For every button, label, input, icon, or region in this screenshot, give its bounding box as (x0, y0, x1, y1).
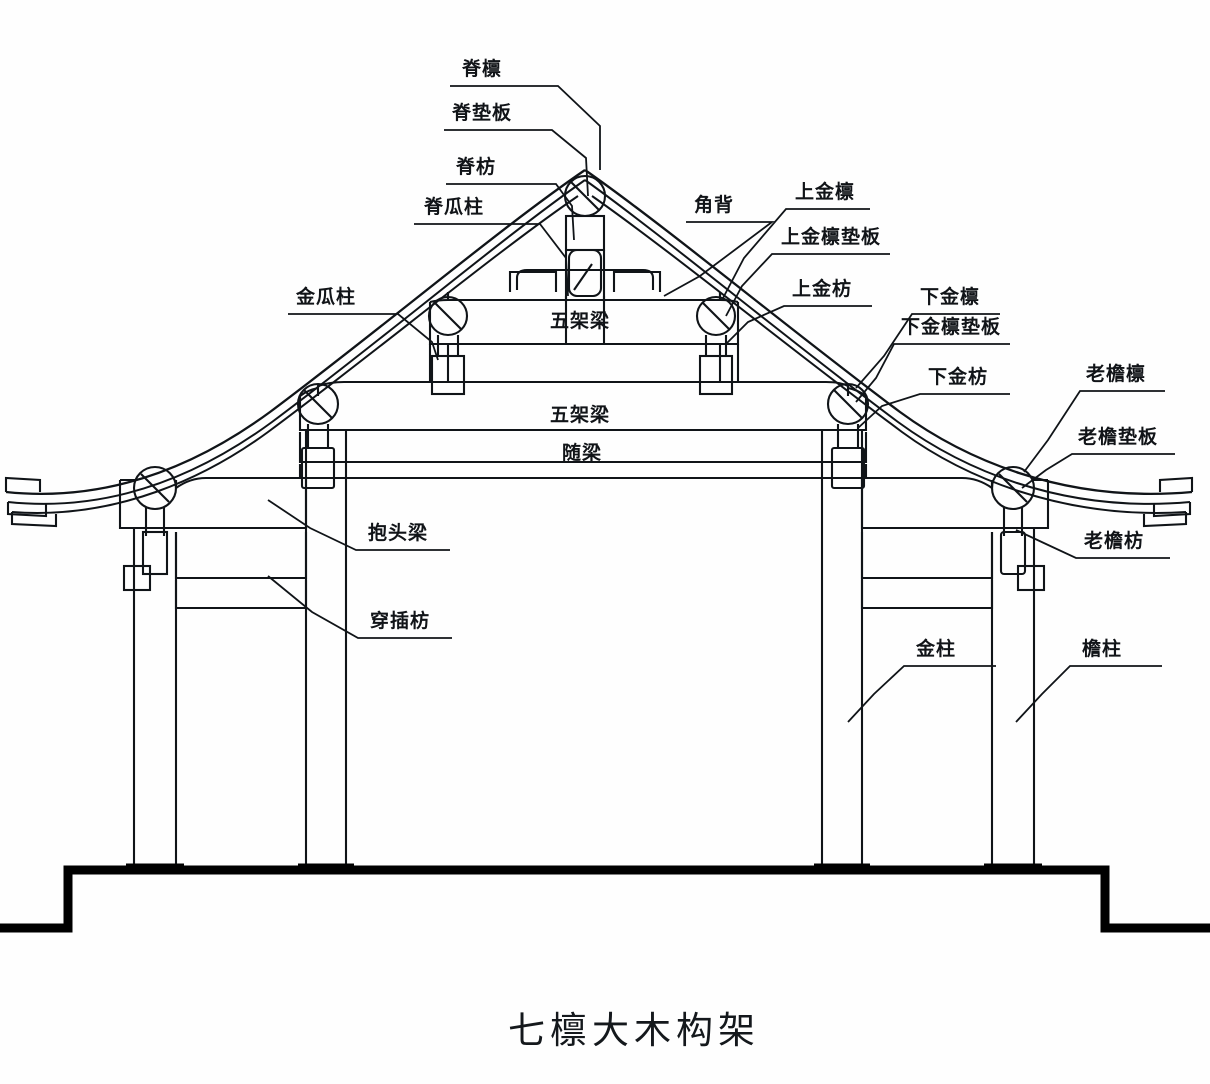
label-baotou-beam: 抱头梁 (368, 523, 429, 544)
roof-slope-right (584, 169, 1193, 514)
angle-brace-left (508, 270, 558, 292)
label-golden-melon-post: 金瓜柱 (296, 287, 357, 308)
label-old-eave-tieboard: 老檐垫板 (1078, 427, 1159, 448)
eave-tip-left (4, 476, 58, 528)
eave-tieboard-left (141, 530, 169, 576)
label-upper-golden-purlin: 上金檩 (795, 182, 856, 203)
lower-golden-tieboard-left (300, 446, 336, 490)
figure-title: 七檩大木构架 (508, 1011, 760, 1052)
label-lower-golden-purlin: 下金檩 (920, 287, 981, 308)
column-eave-left (132, 528, 178, 868)
eave-tip-right (1142, 476, 1194, 528)
column-eave-right (990, 528, 1036, 868)
roof-slope-left (5, 169, 586, 514)
lower-golden-purlin-left (296, 382, 340, 490)
label-upper-five-purlin-beam: 五架梁 (550, 311, 611, 332)
column-golden-left (304, 430, 348, 868)
column-golden-upper-stubs (428, 344, 740, 382)
eave-tenon-block-right (1016, 564, 1046, 592)
label-ridge-fang: 脊枋 (456, 157, 497, 178)
label-upper-golden-fang: 上金枋 (792, 279, 853, 300)
ridge-fang (567, 248, 603, 298)
label-eave-column: 檐柱 (1082, 639, 1123, 660)
label-leader-lines (267, 85, 1175, 723)
lower-golden-tieboard-right (830, 446, 866, 490)
label-lower-golden-tieboard: 下金檩垫板 (901, 317, 1002, 338)
eave-tieboard-right (999, 530, 1027, 576)
label-lower-five-purlin-beam: 五架梁 (550, 405, 611, 426)
column-golden-right (820, 430, 864, 868)
platform (0, 865, 1210, 933)
label-old-eave-purlin: 老檐檩 (1086, 364, 1147, 385)
upper-golden-purlin-right (695, 295, 737, 396)
eave-tenon-block-left (122, 564, 152, 592)
eave-assembly-right (860, 465, 1050, 610)
label-angle-brace: 角背 (694, 195, 735, 216)
label-golden-column: 金柱 (916, 639, 957, 660)
label-ridge-tieboard: 脊垫板 (452, 103, 513, 124)
label-upper-golden-tieboard: 上金檩垫板 (781, 227, 882, 248)
label-old-eave-fang: 老檐枋 (1084, 531, 1145, 552)
ridge-tie-board (564, 214, 606, 252)
label-through-tie-fang: 穿插枋 (370, 611, 431, 632)
upper-golden-tieboard-right (698, 354, 734, 396)
ridge-post-base (564, 296, 606, 302)
lower-golden-purlin-right (826, 382, 870, 490)
angle-brace-right (612, 270, 662, 292)
label-lower-golden-fang: 下金枋 (928, 367, 989, 388)
label-ridge-purlin: 脊檩 (462, 59, 503, 80)
lower-beam-group (298, 380, 868, 480)
label-accompanying-beam: 随梁 (562, 443, 603, 464)
label-ridge-melon-post: 脊瓜柱 (424, 197, 485, 218)
